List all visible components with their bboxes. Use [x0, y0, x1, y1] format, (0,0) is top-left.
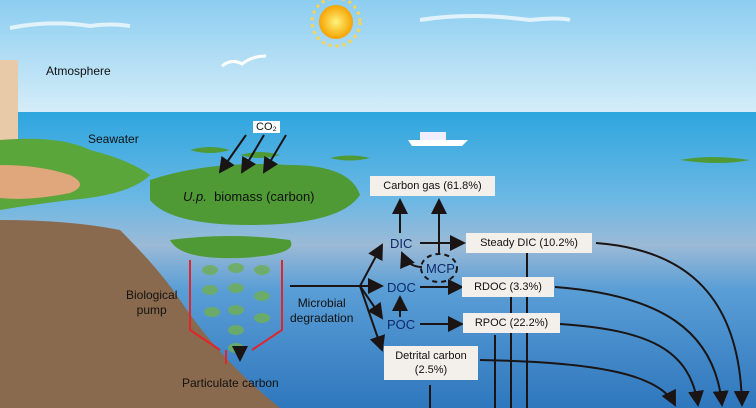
md-line1: Microbial [297, 296, 346, 310]
seagull-icon [221, 54, 267, 68]
sun-icon [310, 0, 362, 48]
biomass-text: biomass (carbon) [214, 189, 315, 204]
seafloor [0, 220, 280, 408]
boat-icon [408, 132, 468, 146]
dic-label: DIC [390, 236, 413, 251]
rpoc-box: RPOC (22.2%) [463, 313, 560, 333]
md-line2: degradation [290, 311, 354, 325]
detrital-line2: (2.5%) [414, 364, 448, 376]
bp-line1: Biological [126, 288, 178, 302]
poc-label: POC [387, 317, 416, 332]
carbon-gas-box: Carbon gas (61.8%) [370, 176, 495, 196]
atmosphere-label: Atmosphere [46, 64, 111, 78]
building [0, 60, 18, 140]
co2-label: CO₂ [253, 121, 280, 133]
mcp-label: MCP [426, 261, 455, 276]
rdoc-box: RDOC (3.3%) [462, 277, 554, 297]
mcp-circle [420, 253, 458, 283]
detrital-line1: Detrital carbon [395, 350, 467, 362]
species-name: U.p. [183, 189, 207, 204]
seawater-label: Seawater [88, 132, 139, 146]
doc-label: DOC [387, 280, 416, 295]
steady-dic-box: Steady DIC (10.2%) [466, 233, 592, 253]
biomass-label: U.p. biomass (carbon) [183, 189, 315, 204]
detrital-carbon-box: Detrital carbon (2.5%) [384, 346, 478, 380]
bp-line2: pump [136, 303, 167, 317]
particulate-carbon-label: Particulate carbon [182, 376, 279, 390]
